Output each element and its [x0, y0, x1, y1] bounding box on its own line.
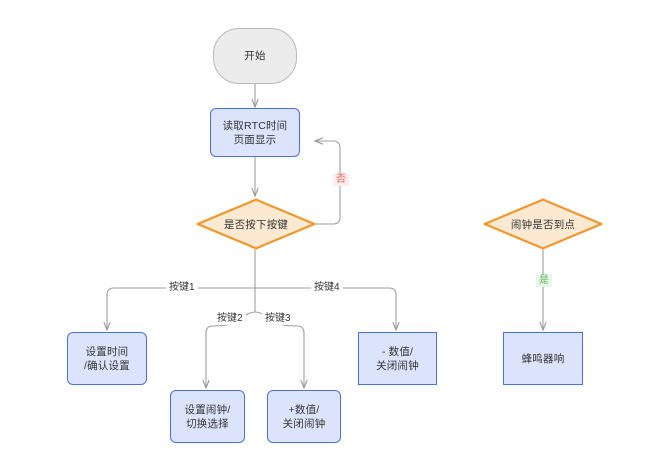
edge-label-key3: 按键3	[262, 313, 294, 325]
node-set-time-line1: 设置时间	[85, 345, 129, 358]
diamond-shape-alarm-due	[483, 198, 603, 250]
node-start-label: 开始	[244, 50, 266, 62]
node-key-pressed[interactable]: 是否按下按键	[196, 198, 316, 250]
edge-label-yes: 是	[536, 275, 552, 287]
node-set-alarm[interactable]: 设置闹钟/ 切换选择	[170, 390, 245, 443]
node-read-rtc-line2: 页面显示	[233, 133, 277, 146]
edge-label-key1: 按键1	[166, 282, 198, 294]
node-set-alarm-line1: 设置闹钟/	[184, 403, 231, 416]
node-decrement-value[interactable]: - 数值/ 关闭闹钟	[358, 332, 437, 385]
node-alarm-due[interactable]: 闹钟是否到点	[483, 198, 603, 250]
node-decrement-value-line1: - 数值/	[381, 345, 414, 358]
node-start[interactable]: 开始	[213, 28, 297, 84]
edge-label-key4: 按键4	[311, 282, 343, 294]
node-increment-value-line1: +数值/	[288, 403, 320, 416]
node-set-time-line2: /确认设置	[84, 359, 130, 372]
node-set-alarm-line2: 切换选择	[186, 417, 229, 430]
node-alarm-due-label: 闹钟是否到点	[510, 218, 576, 231]
node-buzzer[interactable]: 蜂鸣器响	[503, 332, 583, 385]
edge-label-key2: 按键2	[214, 313, 246, 325]
edge-label-no: 否	[333, 174, 349, 186]
node-read-rtc-line1: 读取RTC时间	[222, 119, 288, 132]
node-increment-value-line2: 关闭闹钟	[282, 417, 326, 430]
node-read-rtc[interactable]: 读取RTC时间 页面显示	[210, 108, 300, 157]
node-increment-value[interactable]: +数值/ 关闭闹钟	[267, 390, 341, 443]
node-buzzer-label: 蜂鸣器响	[521, 352, 565, 365]
node-decrement-value-line2: 关闭闹钟	[376, 359, 419, 372]
node-key-pressed-label: 是否按下按键	[223, 218, 289, 231]
node-set-time[interactable]: 设置时间 /确认设置	[67, 332, 147, 385]
diamond-shape-key-pressed	[196, 198, 316, 250]
